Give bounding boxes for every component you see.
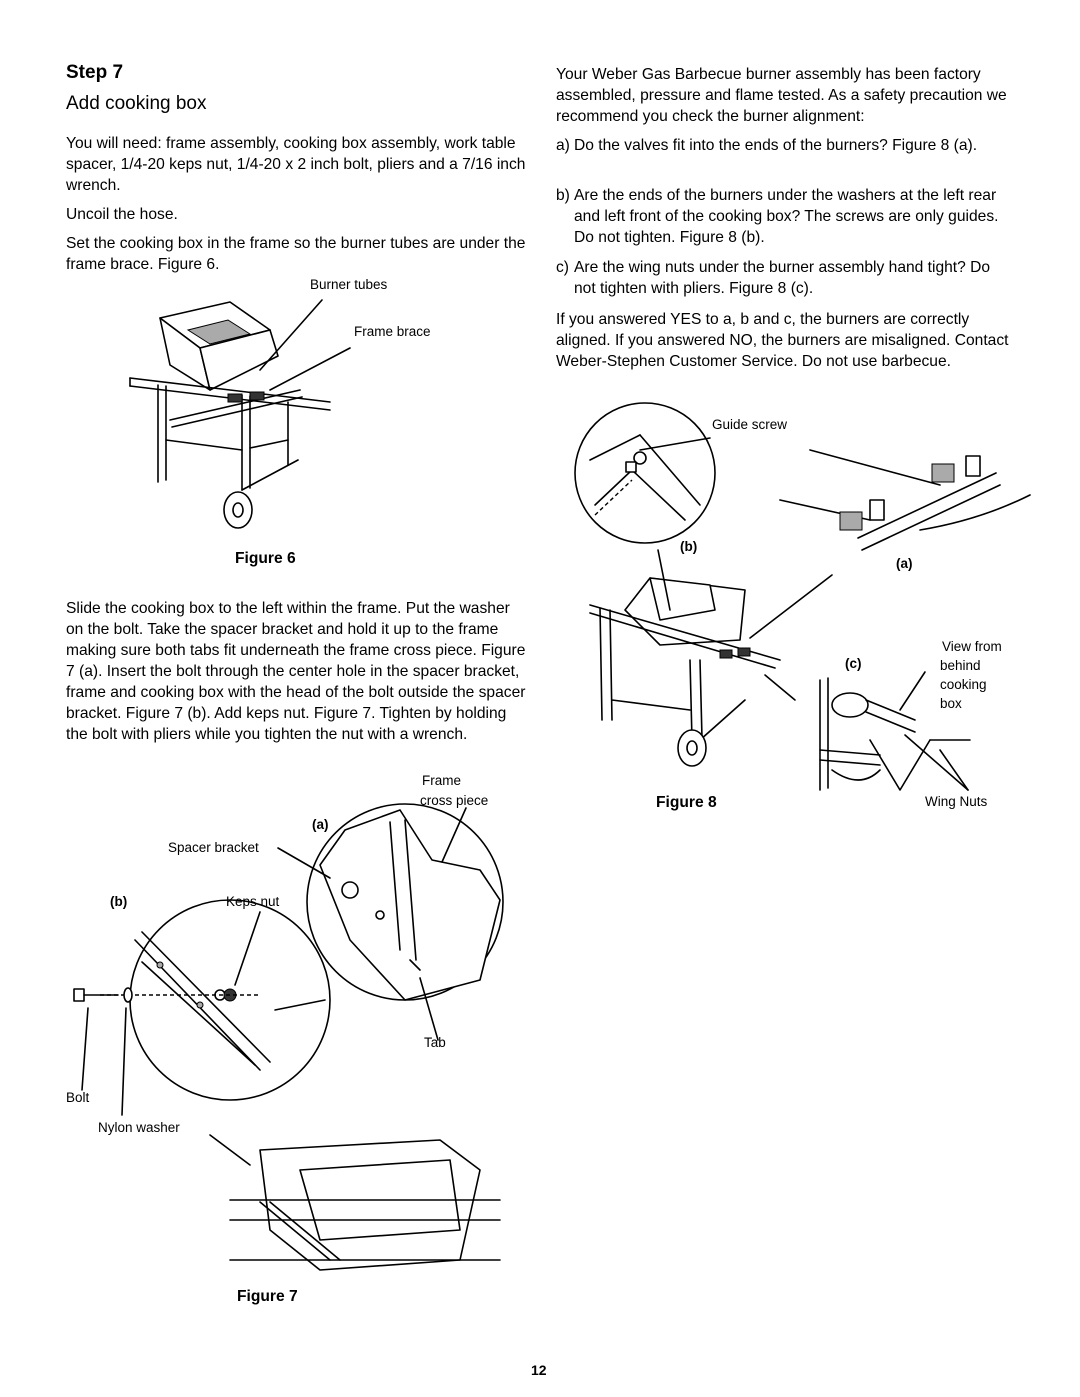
label-7b: (b) — [110, 894, 128, 909]
figure-8-caption: Figure 8 — [656, 794, 717, 811]
check-item-text: Do the valves fit into the ends of the b… — [574, 137, 978, 154]
step-title: Step 7 — [66, 62, 124, 83]
check-item-letter: c) — [556, 259, 569, 276]
slide-box-paragraph: Slide the cooking box to the left within… — [66, 600, 526, 743]
label-guide-screw: Guide screw — [712, 417, 788, 432]
figure-7-caption: Figure 7 — [237, 1288, 298, 1305]
uncoil-paragraph: Uncoil the hose. — [66, 206, 178, 223]
label-wing-nuts: Wing Nuts — [925, 794, 988, 809]
intro-paragraph: Your Weber Gas Barbecue burner assembly … — [556, 66, 1007, 125]
figure-6-illustration — [129, 299, 351, 529]
label-view-from: View from — [942, 639, 1002, 654]
label-bolt: Bolt — [66, 1090, 90, 1105]
step-subtitle: Add cooking box — [66, 93, 207, 114]
label-spacer-bracket: Spacer bracket — [168, 840, 259, 855]
label-frame-brace: Frame brace — [354, 324, 431, 339]
check-item-c: c) Are the wing nuts under the burner as… — [556, 257, 1016, 301]
materials-paragraph: You will need: frame assembly, cooking b… — [66, 135, 526, 194]
label-behind: behind — [940, 658, 981, 673]
label-7a: (a) — [312, 817, 329, 832]
label-frame: Frame — [422, 773, 462, 788]
check-item-text: Are the wing nuts under the burner assem… — [574, 259, 991, 297]
label-tab: Tab — [424, 1035, 446, 1050]
label-burner-tubes: Burner tubes — [310, 277, 388, 292]
check-item-letter: b) — [556, 187, 570, 204]
figure-8-illustration — [574, 402, 1031, 791]
set-box-paragraph: Set the cooking box in the frame so the … — [66, 235, 526, 273]
check-item-text: Are the ends of the burners under the wa… — [574, 187, 999, 246]
label-8a: (a) — [896, 556, 913, 571]
check-item-a: a) Do the valves fit into the ends of th… — [556, 135, 1016, 179]
label-8b: (b) — [680, 539, 698, 554]
figure-7-illustration — [73, 803, 504, 1271]
check-item-letter: a) — [556, 137, 570, 154]
label-nylon-washer: Nylon washer — [98, 1120, 180, 1135]
page-number: 12 — [531, 1362, 547, 1378]
label-keps-nut: Keps nut — [226, 894, 280, 909]
label-cross-piece: cross piece — [420, 793, 489, 808]
figure-6-caption: Figure 6 — [235, 550, 296, 567]
label-box: box — [940, 696, 962, 711]
label-cooking: cooking — [940, 677, 987, 692]
conclusion-paragraph: If you answered YES to a, b and c, the b… — [556, 311, 1009, 370]
check-item-b: b) Are the ends of the burners under the… — [556, 185, 1016, 251]
label-8c: (c) — [845, 656, 862, 671]
